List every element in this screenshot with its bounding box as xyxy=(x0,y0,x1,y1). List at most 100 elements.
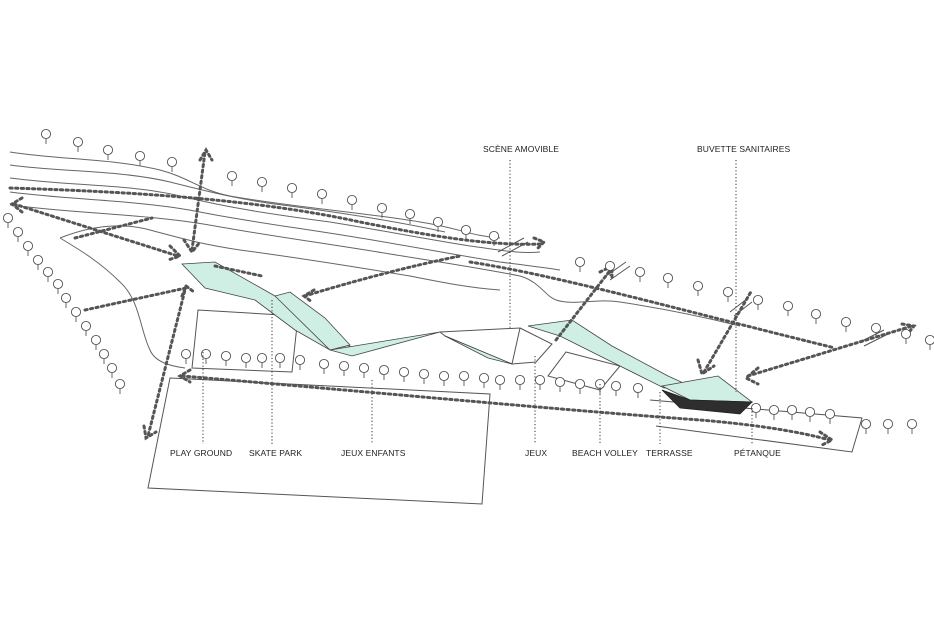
tree-symbol xyxy=(398,366,410,382)
tree-symbol xyxy=(134,150,146,166)
arrowhead xyxy=(182,238,202,255)
tree-group xyxy=(2,128,934,434)
tree-symbol xyxy=(40,128,52,144)
arrowhead xyxy=(532,236,547,252)
tree-symbol xyxy=(180,348,192,364)
tree-symbol xyxy=(804,406,816,422)
tree-symbol xyxy=(200,348,212,364)
tree-symbol xyxy=(752,294,764,310)
tree-symbol xyxy=(488,230,500,246)
arrowhead xyxy=(301,288,316,304)
tree-symbol xyxy=(534,374,546,390)
tree-symbol xyxy=(768,404,780,420)
label-buvette-sanitaires: BUVETTE SANITAIRES xyxy=(697,144,791,154)
tree-symbol xyxy=(882,418,894,434)
label-leaders xyxy=(202,160,753,444)
tree-symbol xyxy=(514,374,526,390)
arrowhead xyxy=(9,196,24,214)
tree-symbol xyxy=(274,352,286,368)
tree-symbol xyxy=(90,334,102,350)
labels: SCÈNE AMOVIBLE BUVETTE SANITAIRES PLAY G… xyxy=(170,144,791,458)
terrain-contours xyxy=(9,151,741,369)
tree-symbol xyxy=(554,376,566,392)
crossing-markers xyxy=(497,237,889,347)
tree-symbol xyxy=(632,382,644,398)
tree-symbol xyxy=(106,362,118,378)
tree-symbol xyxy=(900,328,912,344)
path-arrowheads xyxy=(9,147,917,448)
tree-symbol xyxy=(60,292,72,308)
tree-symbol xyxy=(494,374,506,390)
tree-symbol xyxy=(2,212,14,228)
arrowhead xyxy=(180,283,196,298)
tree-symbol xyxy=(346,194,358,210)
buvette-building xyxy=(661,389,753,415)
tree-symbol xyxy=(786,404,798,420)
tree-symbol xyxy=(662,272,674,288)
tree-symbol xyxy=(906,418,918,434)
tree-symbol xyxy=(72,136,84,152)
tree-symbol xyxy=(358,362,370,378)
tree-symbol xyxy=(418,368,430,384)
tree-symbol xyxy=(404,208,416,224)
tree-symbol xyxy=(70,306,82,322)
tree-symbol xyxy=(604,260,616,276)
tree-symbol xyxy=(256,176,268,192)
tree-symbol xyxy=(460,224,472,240)
tree-symbol xyxy=(166,156,178,172)
tree-symbol xyxy=(840,316,852,332)
tree-symbol xyxy=(478,372,490,388)
tree-symbol xyxy=(226,170,238,186)
tree-symbol xyxy=(32,254,44,270)
tree-symbol xyxy=(52,278,64,294)
tree-symbol xyxy=(574,378,586,394)
label-terrasse: TERRASSE xyxy=(646,448,693,458)
arrowhead xyxy=(142,424,158,441)
tree-symbol xyxy=(240,352,252,368)
tree-symbol xyxy=(256,352,268,368)
label-jeux-enfants: JEUX ENFANTS xyxy=(341,448,406,458)
arrowhead xyxy=(818,430,835,448)
tree-symbol xyxy=(458,370,470,386)
tree-symbol xyxy=(782,300,794,316)
tree-symbol xyxy=(870,322,882,338)
tree-symbol xyxy=(22,240,34,256)
tree-symbol xyxy=(634,266,646,282)
tree-symbol xyxy=(318,358,330,374)
green-roof-structure xyxy=(181,261,754,415)
tree-symbol xyxy=(316,188,328,204)
large-field-outline xyxy=(147,377,491,505)
tree-symbol xyxy=(12,226,24,242)
circulation-paths xyxy=(8,150,914,442)
label-scene-amovible: SCÈNE AMOVIBLE xyxy=(483,144,559,154)
tree-symbol xyxy=(810,308,822,324)
playground-area-outline xyxy=(191,309,299,373)
arrowhead xyxy=(166,244,183,262)
tree-symbol xyxy=(338,360,350,376)
tree-symbol xyxy=(80,320,92,336)
tree-symbol xyxy=(750,402,762,418)
arrowhead xyxy=(177,368,192,384)
tree-symbol xyxy=(438,370,450,386)
tree-symbol xyxy=(220,350,232,366)
tree-symbol xyxy=(286,182,298,198)
label-skate-park: SKATE PARK xyxy=(249,448,302,458)
label-jeux: JEUX xyxy=(525,448,547,458)
arrowhead xyxy=(900,322,917,338)
tree-symbol xyxy=(860,418,872,434)
tree-symbol xyxy=(432,216,444,232)
arrowhead xyxy=(743,366,760,386)
tree-symbol xyxy=(294,354,306,370)
tree-symbol xyxy=(42,266,54,282)
tree-symbol xyxy=(98,348,110,364)
tree-symbol xyxy=(378,364,390,380)
arrowhead xyxy=(696,358,716,377)
tree-symbol xyxy=(692,280,704,296)
arrowhead xyxy=(198,147,214,162)
tree-symbol xyxy=(610,380,622,396)
label-petanque: PÉTANQUE xyxy=(734,448,781,458)
tree-symbol xyxy=(722,286,734,302)
label-play-ground: PLAY GROUND xyxy=(170,448,232,458)
